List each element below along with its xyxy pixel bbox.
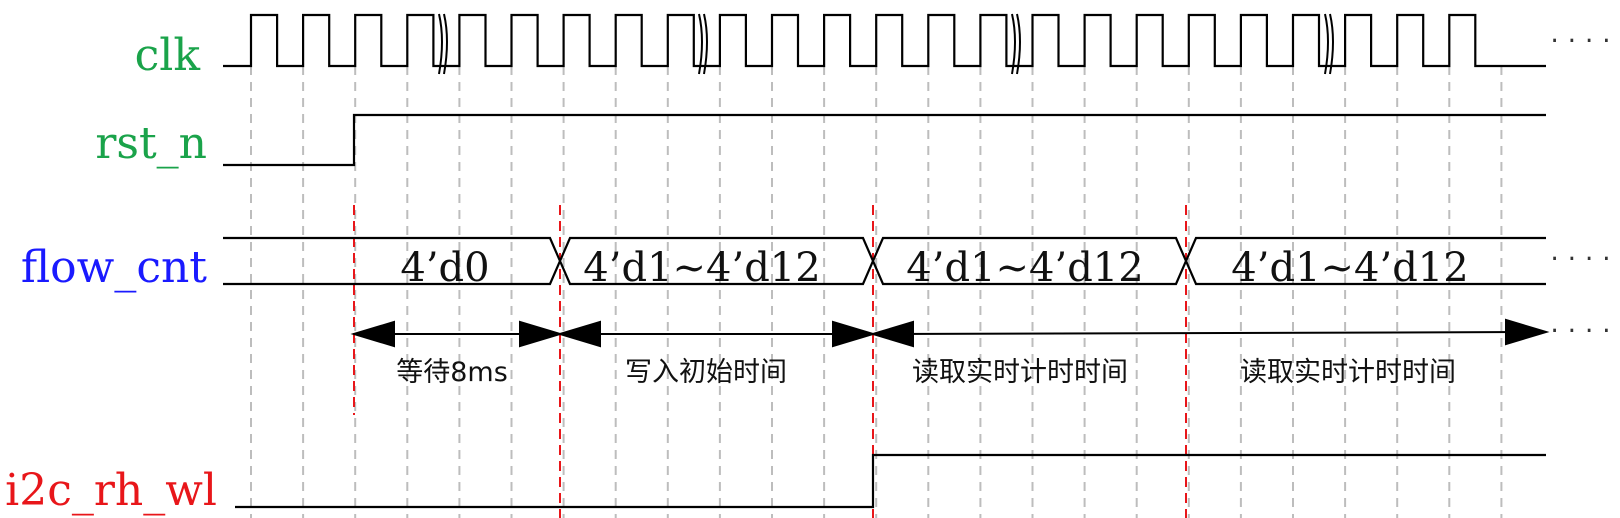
clk-waveform [223,13,1546,68]
rst-n-label: rst_n [95,118,207,169]
i2c-rh-wl-waveform [235,453,1546,509]
phase-label-3: 读取实时计时时间 [912,357,1128,388]
flow-cnt-value-2: 4’d1~4’d12 [583,245,820,291]
phase-arrows [350,318,1550,348]
i2c-rh-wl-label: i2c_rh_wl [5,465,217,516]
phase-label-1: 等待8ms [396,357,508,388]
phase-label-2: 写入初始时间 [625,357,787,388]
break-mark [1016,13,1021,75]
clk-break-marks [438,13,1334,75]
flow-cnt-value-3: 4’d1~4’d12 [906,245,1143,291]
break-mark [443,13,448,75]
break-mark [1329,13,1334,75]
break-mark [1011,13,1016,75]
flow-cnt-bus [223,236,1546,286]
flow-cnt-value-1: 4’d0 [400,245,489,291]
break-mark [1324,13,1329,75]
rst-n-waveform [223,113,1546,167]
break-mark [698,13,703,75]
flow-cnt-continuation: ····· [1548,247,1620,272]
break-mark [438,13,443,75]
clk-label: clk [135,30,201,81]
clock-grid-lines [250,66,1503,518]
flow-cnt-label: flow_cnt [21,242,207,293]
phase-label-4: 读取实时计时时间 [1240,357,1456,388]
clk-continuation: ····· [1548,29,1620,54]
flow-cnt-value-4: 4’d1~4’d12 [1231,245,1468,291]
arrow-continuation: ····· [1548,319,1620,344]
break-mark [703,13,708,75]
